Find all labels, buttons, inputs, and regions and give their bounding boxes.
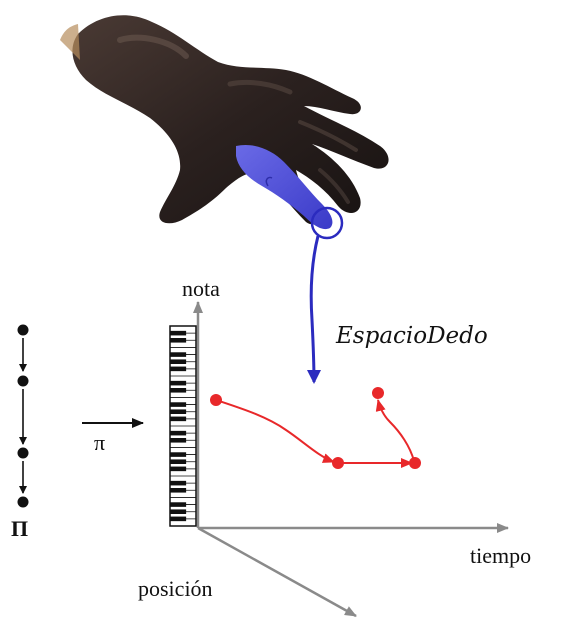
black-key bbox=[170, 517, 186, 522]
y-axis-label: nota bbox=[182, 276, 220, 301]
sequence-dot bbox=[18, 497, 29, 508]
black-key bbox=[170, 352, 186, 357]
black-key bbox=[170, 431, 186, 436]
black-key bbox=[170, 509, 186, 514]
black-key bbox=[170, 488, 186, 493]
black-key bbox=[170, 459, 186, 464]
black-key bbox=[170, 338, 186, 343]
trajectory-point bbox=[372, 387, 384, 399]
pi-label: π bbox=[94, 430, 105, 455]
sequence-dot bbox=[18, 376, 29, 387]
finger-space-arrow bbox=[311, 208, 342, 382]
black-key bbox=[170, 409, 186, 414]
hand-image bbox=[60, 15, 389, 229]
x-axis-label: tiempo bbox=[470, 543, 531, 568]
finger-trajectory bbox=[210, 387, 421, 469]
finger-space-label: EspacioDedo bbox=[335, 323, 488, 349]
trajectory-point bbox=[210, 394, 222, 406]
black-key bbox=[170, 388, 186, 393]
trajectory-point bbox=[332, 457, 344, 469]
black-key bbox=[170, 452, 186, 457]
black-key bbox=[170, 438, 186, 443]
black-key bbox=[170, 402, 186, 407]
sequence-dot bbox=[18, 325, 29, 336]
pi-sequence bbox=[18, 325, 29, 508]
black-key bbox=[170, 467, 186, 472]
black-key bbox=[170, 359, 186, 364]
axes bbox=[198, 302, 508, 616]
sequence-dot bbox=[18, 448, 29, 459]
z-axis bbox=[198, 528, 356, 616]
black-key bbox=[170, 381, 186, 386]
black-key bbox=[170, 331, 186, 336]
pi-sequence-label: Π bbox=[11, 516, 28, 541]
black-key bbox=[170, 417, 186, 422]
black-key bbox=[170, 502, 186, 507]
piano-keyboard bbox=[170, 326, 196, 526]
trajectory-point bbox=[409, 457, 421, 469]
z-axis-label: posición bbox=[138, 576, 213, 601]
black-key bbox=[170, 481, 186, 486]
black-key bbox=[170, 367, 186, 372]
